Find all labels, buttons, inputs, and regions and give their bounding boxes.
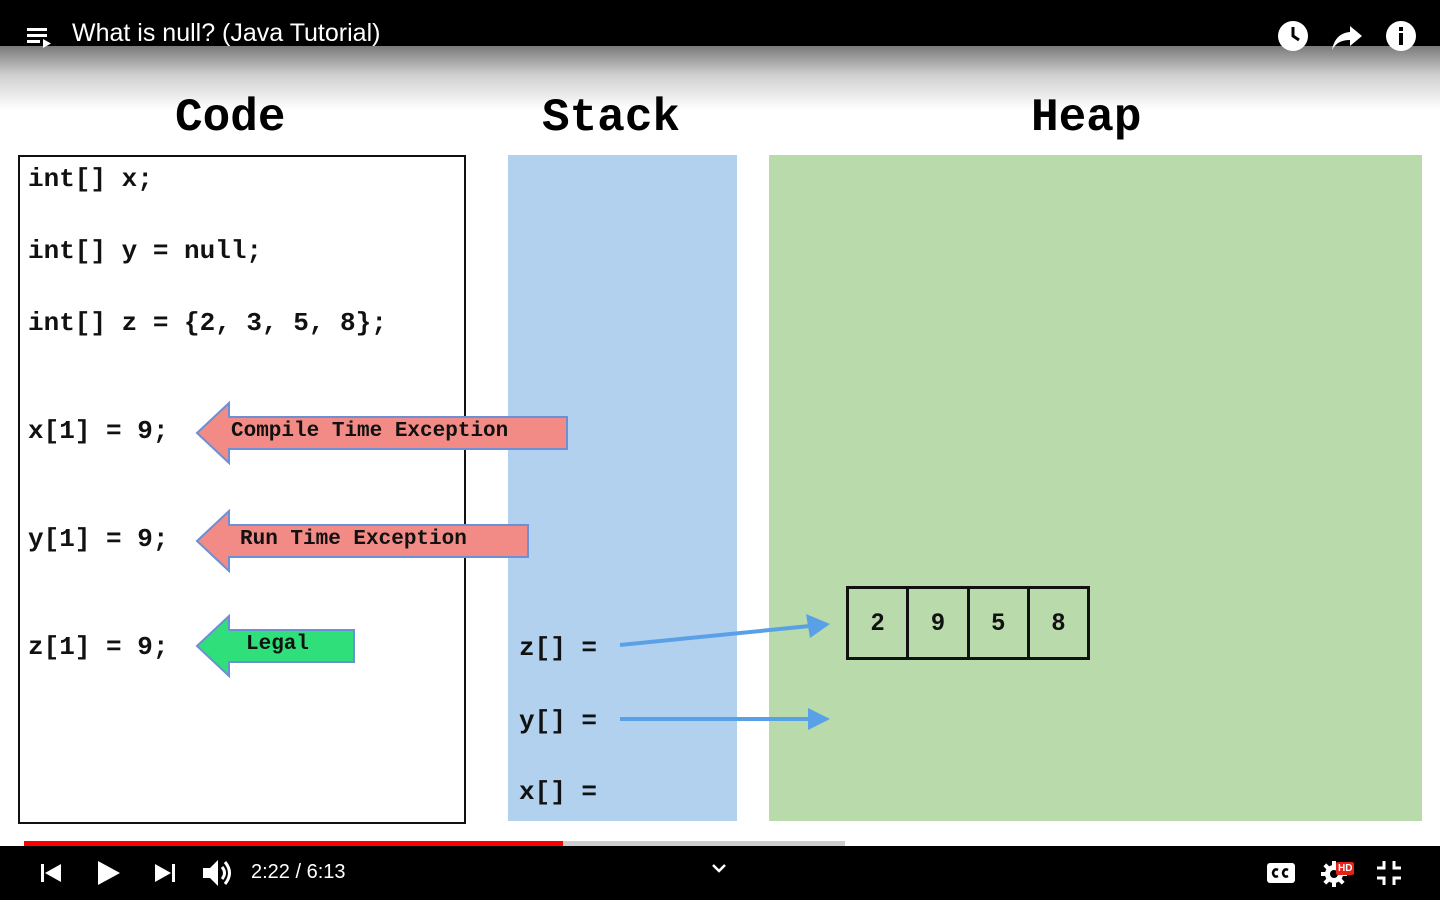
heading-code: Code [175, 92, 286, 144]
stack-var-z: z[] = [519, 633, 598, 663]
top-bar [0, 0, 1440, 46]
array-cell: 2 [849, 589, 910, 657]
player-controls [0, 846, 1440, 900]
skip-previous-icon[interactable] [40, 862, 62, 884]
z-pointer-arrow [619, 614, 830, 647]
code-line: int[] x; [28, 164, 153, 194]
cc-icon[interactable] [1266, 862, 1296, 884]
legal-arrow [195, 614, 355, 678]
top-gradient [0, 46, 1440, 110]
stack-panel [508, 155, 737, 821]
share-icon[interactable] [1331, 20, 1363, 52]
volume-icon[interactable] [202, 858, 234, 888]
clock-icon[interactable] [1277, 20, 1309, 52]
progress-played [24, 841, 563, 846]
skip-next-icon[interactable] [154, 862, 176, 884]
info-icon[interactable] [1385, 20, 1417, 52]
progress-bar[interactable] [24, 841, 1416, 846]
code-line: z[1] = 9; [28, 632, 169, 662]
exit-fullscreen-icon[interactable] [1376, 860, 1402, 886]
code-line: y[1] = 9; [28, 524, 169, 554]
compile-exception-arrow [195, 401, 568, 465]
heading-stack: Stack [542, 92, 681, 144]
heading-heap: Heap [1031, 92, 1142, 144]
code-line: int[] y = null; [28, 236, 263, 266]
hd-badge: HD [1336, 862, 1355, 875]
runtime-exception-arrow [195, 509, 529, 573]
video-title[interactable]: What is null? (Java Tutorial) [72, 19, 381, 47]
array-cell: 9 [909, 589, 970, 657]
array-cell: 8 [1051, 609, 1066, 636]
heap-array: 2 9 5 8 [846, 586, 1090, 660]
heap-panel [769, 155, 1422, 821]
playlist-icon[interactable] [27, 26, 53, 48]
play-icon[interactable] [97, 860, 121, 886]
stack-var-y: y[] = [519, 706, 598, 736]
legal-label: Legal [246, 633, 310, 656]
code-line: int[] z = {2, 3, 5, 8}; [28, 308, 387, 338]
runtime-exception-label: Run Time Exception [240, 528, 467, 551]
code-panel [18, 155, 466, 824]
stack-var-x: x[] = [519, 777, 598, 807]
array-cell: 5 [970, 589, 1030, 657]
time-display: 2:22 / 6:13 [251, 861, 346, 883]
code-line: x[1] = 9; [28, 416, 169, 446]
compile-exception-label: Compile Time Exception [231, 420, 509, 443]
y-pointer-arrow [620, 708, 830, 730]
chevron-down-icon[interactable] [711, 862, 727, 874]
